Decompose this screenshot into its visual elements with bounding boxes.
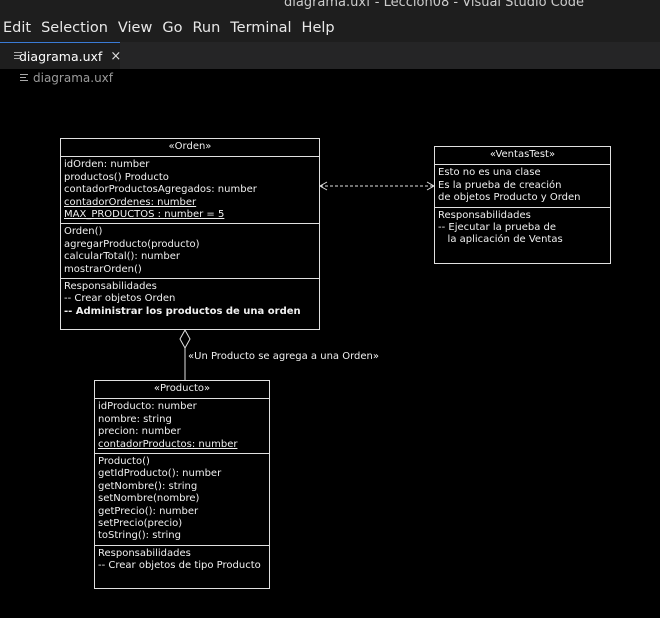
close-icon[interactable]: × <box>110 48 122 64</box>
menu-run[interactable]: Run <box>192 20 221 36</box>
attribute: productos() Producto <box>64 171 169 183</box>
class-orden-name: «Orden» <box>61 139 319 158</box>
method: mostrarOrden() <box>64 263 142 275</box>
editor-tab-bar: diagrama.uxf × <box>0 42 660 69</box>
aggregation-label: «Un Producto se agrega a una Orden» <box>188 351 379 362</box>
class-producto[interactable]: «Producto» idProducto: number nombre: st… <box>94 380 270 589</box>
responsibility: -- Administrar los productos de una orde… <box>64 305 301 317</box>
note-line: de objetos Producto y Orden <box>438 192 581 204</box>
class-producto-methods: Producto() getIdProducto(): number getNo… <box>95 454 269 546</box>
responsibility: la aplicación de Ventas <box>438 234 563 246</box>
menu-view[interactable]: View <box>117 20 153 36</box>
arrowhead-left-icon <box>318 181 328 191</box>
method: getPrecio(): number <box>98 505 199 517</box>
method: Orden() <box>64 226 103 238</box>
aggregation-diamond-icon <box>179 328 191 350</box>
attribute: precion: number <box>98 426 181 438</box>
class-orden-responsibilities: Responsabilidades -- Crear objetos Orden… <box>61 279 319 320</box>
window-titlebar: diagrama.uxf - Leccion08 - Visual Studio… <box>0 0 660 14</box>
responsibility: -- Crear objetos de tipo Producto <box>98 560 261 572</box>
method: setNombre(nombre) <box>98 493 200 505</box>
attribute: idOrden: number <box>64 159 150 171</box>
tab-label: diagrama.uxf <box>19 48 103 64</box>
arrowhead-right-icon <box>426 181 436 191</box>
menu-edit[interactable]: Edit <box>3 20 32 36</box>
class-orden-attributes: idOrden: number productos() Producto con… <box>61 157 319 225</box>
static-attribute: contadorProductos: number <box>98 438 238 450</box>
responsibility: -- Crear objetos Orden <box>64 293 176 305</box>
class-producto-name: «Producto» <box>95 381 269 400</box>
tab-diagrama-uxf[interactable]: diagrama.uxf × <box>0 42 122 69</box>
method: toString(): string <box>98 530 181 542</box>
responsibility: -- Ejecutar la prueba de <box>438 222 557 234</box>
method: agregarProducto(producto) <box>64 238 200 250</box>
class-producto-attributes: idProducto: number nombre: string precio… <box>95 399 269 455</box>
method: calcularTotal(): number <box>64 251 180 263</box>
class-ventas-test-responsibilities: Responsabilidades -- Ejecutar la prueba … <box>435 208 610 249</box>
method: getNombre(): string <box>98 480 198 492</box>
note-line: Es la prueba de creación <box>438 179 562 191</box>
attribute: idProducto: number <box>98 401 197 413</box>
menu-selection[interactable]: Selection <box>41 20 108 36</box>
file-lines-icon <box>20 74 28 82</box>
responsibilities-heading: Responsabilidades <box>98 547 191 559</box>
static-attribute: contadorOrdenes: number <box>64 196 197 208</box>
menu-go[interactable]: Go <box>162 20 183 36</box>
responsibilities-heading: Responsabilidades <box>64 281 157 293</box>
responsibilities-heading: Responsabilidades <box>438 209 531 221</box>
menu-bar: Edit Selection View Go Run Terminal Help <box>0 14 660 42</box>
class-orden[interactable]: «Orden» idOrden: number productos() Prod… <box>60 138 320 330</box>
class-orden-methods: Orden() agregarProducto(producto) calcul… <box>61 224 319 280</box>
class-producto-responsibilities: Responsabilidades -- Crear objetos de ti… <box>95 546 269 575</box>
class-ventas-test-note: Esto no es una clase Es la prueba de cre… <box>435 165 610 208</box>
method: getIdProducto(): number <box>98 468 222 480</box>
breadcrumb[interactable]: diagrama.uxf <box>20 71 113 85</box>
note-line: Esto no es una clase <box>438 167 541 179</box>
attribute: contadorProductosAgregados: number <box>64 184 257 196</box>
method: setPrecio(precio) <box>98 518 183 530</box>
static-attribute: MAX_PRODUCTOS : number = 5 <box>64 209 225 221</box>
class-ventas-test[interactable]: «VentasTest» Esto no es una clase Es la … <box>434 146 611 264</box>
menu-terminal[interactable]: Terminal <box>230 20 292 36</box>
menu-help[interactable]: Help <box>301 20 335 36</box>
breadcrumb-file: diagrama.uxf <box>33 71 113 85</box>
window-title: diagrama.uxf - Leccion08 - Visual Studio… <box>284 0 584 10</box>
class-ventas-test-name: «VentasTest» <box>435 147 610 166</box>
method: Producto() <box>98 456 150 468</box>
attribute: nombre: string <box>98 413 172 425</box>
